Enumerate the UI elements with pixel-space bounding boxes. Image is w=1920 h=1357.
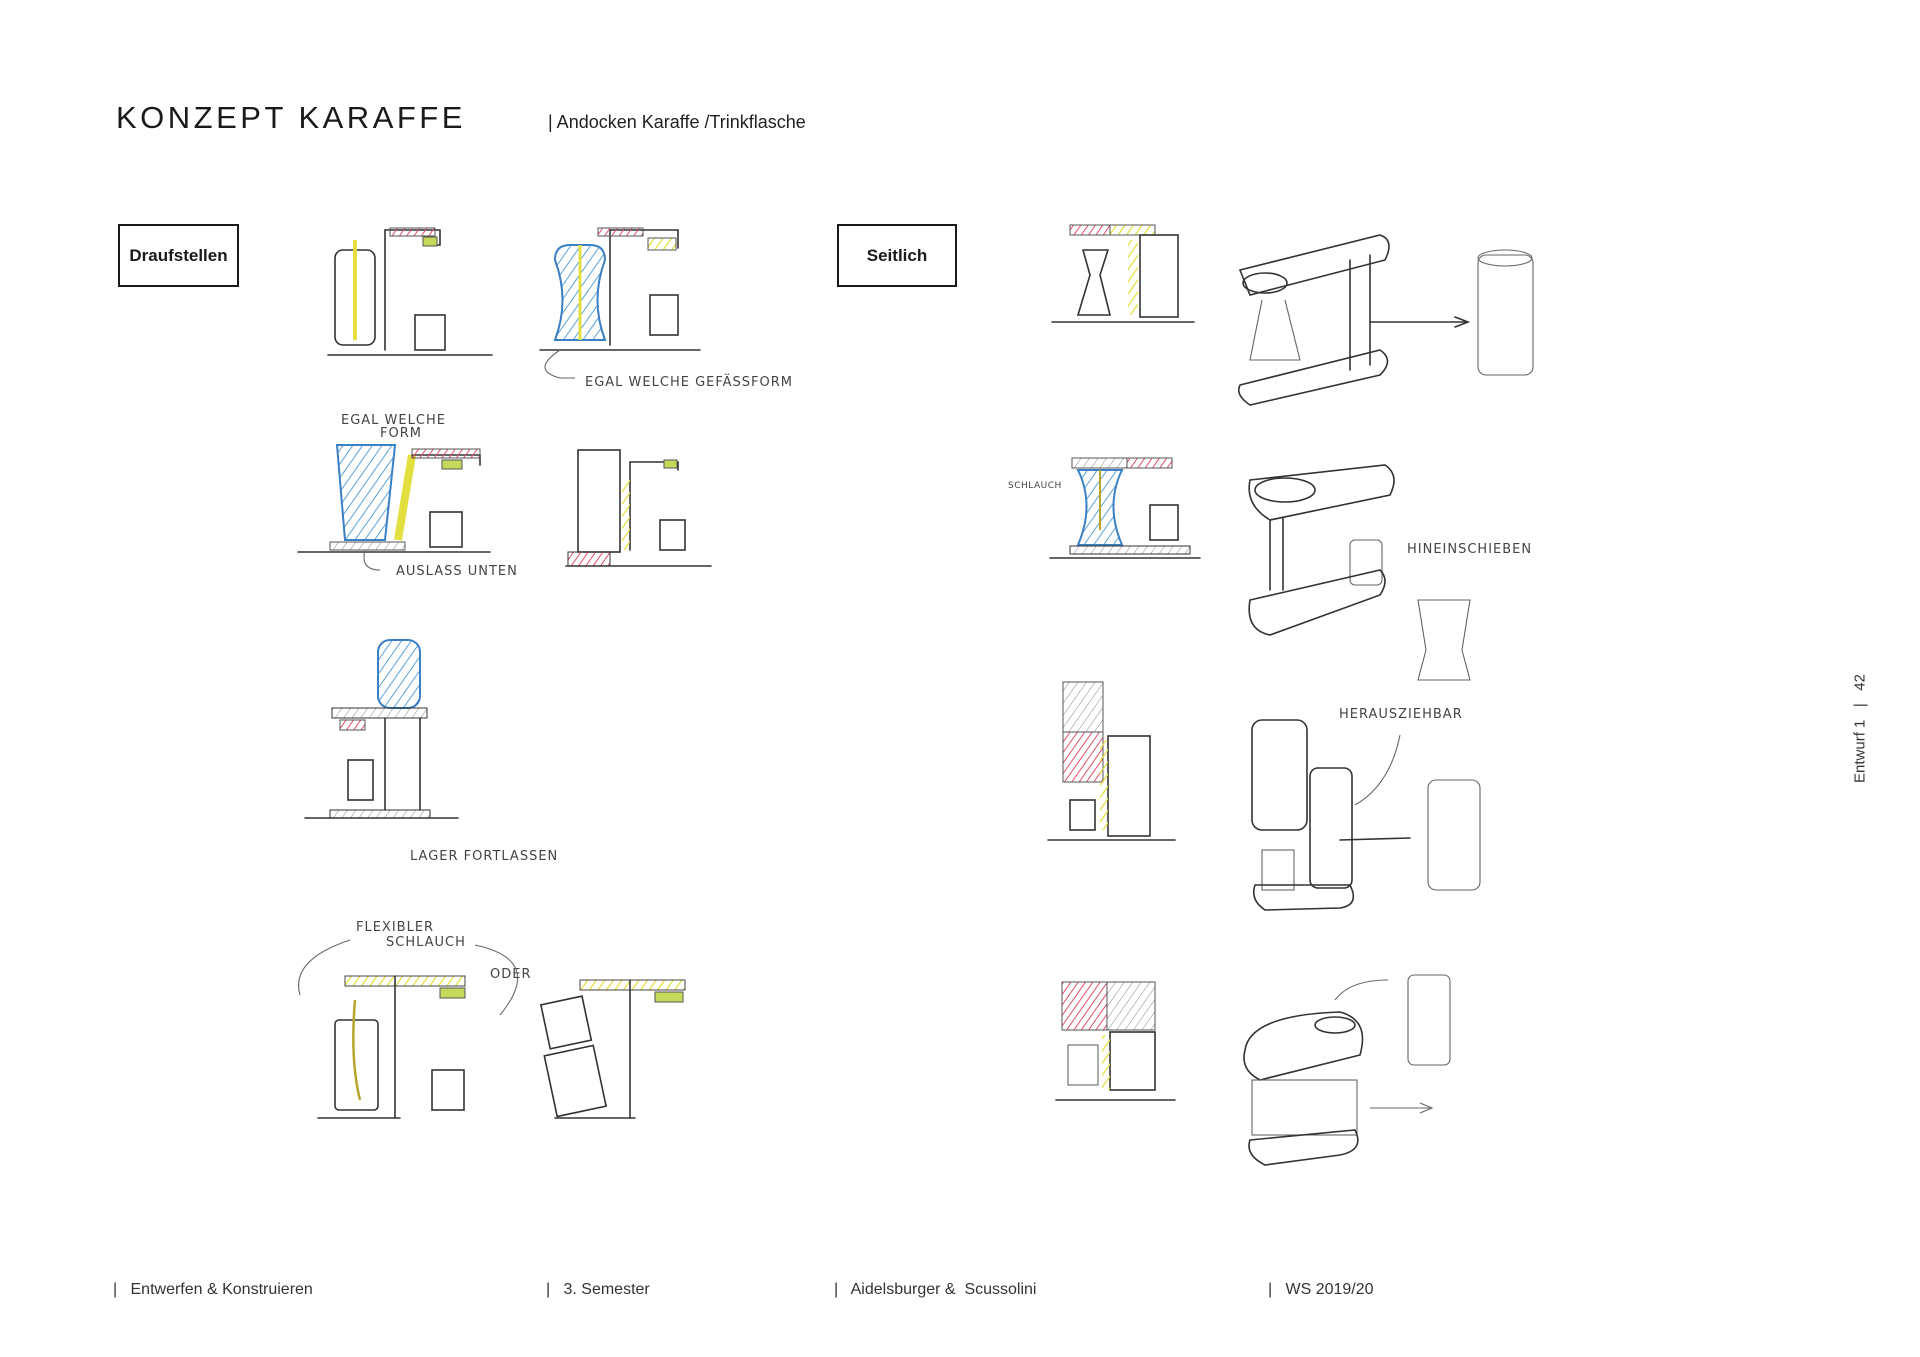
page-subtitle: | Andocken Karaffe /Trinkflasche — [548, 112, 806, 132]
sketch-side-3d-3: HERAUSZIEHBAR — [1251, 707, 1481, 911]
annotation-schlauch-flex: SCHLAUCH — [386, 935, 466, 950]
sketch-flexible-hose: FLEXIBLER SCHLAUCH ODER — [298, 920, 686, 1119]
annotation-egal-welche: EGAL WELCHE — [341, 413, 446, 428]
section-label-draufstellen: Draufstellen — [118, 224, 239, 287]
annotation-schlauch: SCHLAUCH — [1008, 481, 1062, 491]
sketch-side-flat-1 — [1051, 224, 1195, 323]
page-title: KONZEPT KARAFFE — [116, 100, 466, 135]
sketch-side-flat-2: SCHLAUCH — [1008, 457, 1201, 559]
sketch-side-3d-4 — [1243, 974, 1451, 1166]
footer-authors: | Aidelsburger & Scussolini — [834, 1281, 1037, 1298]
annotation-herausziehbar: HERAUSZIEHBAR — [1339, 707, 1463, 722]
sketch-conical-carafe: EGAL WELCHE FORM AUSLASS UNTEN — [297, 413, 518, 579]
sketch-cylinder-carafe — [327, 227, 493, 356]
sketch-side-3d-2: HINEINSCHIEBEN — [1248, 464, 1532, 681]
section-label-seitlich: Seitlich — [837, 224, 957, 287]
page-marker: Entwurf 1 | 42 — [1851, 674, 1869, 783]
sketch-side-flat-3 — [1047, 681, 1176, 841]
sketch-top-bottle: LAGER FORTLASSEN — [304, 639, 558, 864]
footer-course: | Entwerfen & Konstruieren — [113, 1281, 313, 1298]
footer-term: | WS 2019/20 — [1268, 1281, 1374, 1298]
sketch-side-flat-4 — [1055, 981, 1176, 1101]
sketch-vase-carafe: EGAL WELCHE GEFÄSSFORM — [539, 227, 793, 390]
annotation-oder: ODER — [490, 967, 532, 982]
annotation-lager-fortlassen: LAGER FORTLASSEN — [410, 849, 558, 864]
annotation-hineinschieben: HINEINSCHIEBEN — [1407, 542, 1532, 557]
annotation-egal-gefaessform: EGAL WELCHE GEFÄSSFORM — [585, 374, 793, 390]
annotation-auslass-unten: AUSLASS UNTEN — [396, 564, 518, 579]
sketch-side-3d-1 — [1237, 234, 1534, 406]
sketch-tank-carafe — [565, 449, 712, 567]
annotation-form: FORM — [380, 426, 422, 441]
annotation-flexibler: FLEXIBLER — [356, 920, 434, 935]
footer-semester: | 3. Semester — [546, 1281, 650, 1298]
